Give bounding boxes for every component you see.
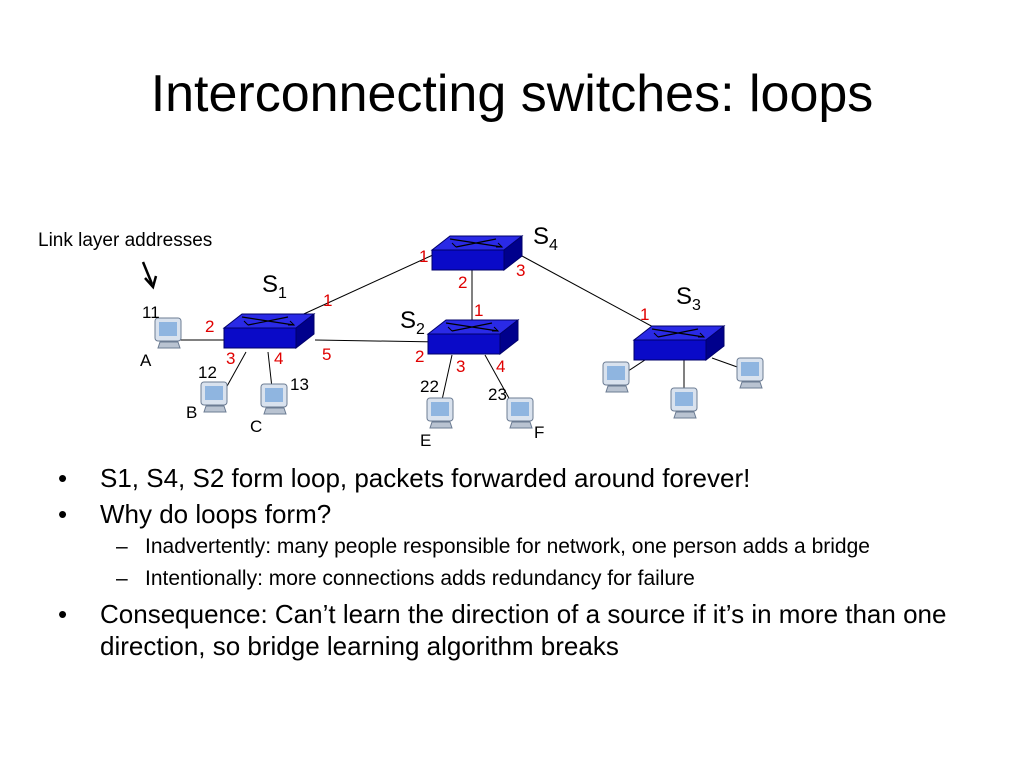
switch-s1 [223,313,315,349]
host-e-icon [426,397,454,429]
s4-base: S [533,223,549,250]
port-s1-5: 5 [322,345,331,364]
link-s2-e [441,354,453,401]
s2-sub: 2 [416,321,425,338]
bullet-item: • Why do loops form? [58,498,978,530]
host-s3-left-icon [602,361,630,393]
annotation-label: Link layer addresses [38,230,212,251]
host-b-name: B [186,403,197,422]
sub-bullet-text: Inadvertently: many people responsible f… [145,535,870,558]
link-s4-s3 [521,255,656,329]
port-labels: 1 2 3 1 2 3 4 5 1 2 3 4 1 [205,247,649,376]
link-s1-s4 [294,253,436,319]
host-a-name: A [140,351,152,370]
port-s2-3: 3 [456,357,465,376]
host-labels: 11 A 12 B 13 C 22 E 23 F [140,303,544,450]
bullet-dot: • [58,463,68,493]
port-s2-2: 2 [415,347,424,366]
sub-bullet-text: Intentionally: more connections adds red… [145,567,695,590]
host-s3-right-icon [736,357,764,389]
port-s4-2: 2 [458,273,467,292]
port-s1-3: 3 [226,349,235,368]
s3-base: S [676,283,692,310]
port-s2-4: 4 [496,357,505,376]
s3-sub: 3 [692,297,701,314]
host-f-addr: 23 [488,385,507,404]
links [180,253,741,401]
bullet-dot: • [58,599,68,629]
host-a-addr: 11 [142,303,160,322]
switch-s4 [431,235,523,271]
host-e-name: E [420,431,431,450]
bullet-item: • Consequence: Can’t learn the direction… [58,598,978,662]
link-s3-h3 [711,357,741,369]
port-s4-3: 3 [516,261,525,280]
slide-title: Interconnecting switches: loops [150,65,874,123]
bullet-text: Why do loops form? [100,499,332,529]
host-f-icon [506,397,534,429]
sub-bullet-dash: – [116,567,128,590]
link-s1-s2 [314,339,441,343]
network-diagram: Link layer addresses S4 S1 S2 S3 1 2 3 1… [38,223,764,450]
host-a-icon [154,317,182,349]
switch-s3 [633,325,725,361]
bullet-list: • S1, S4, S2 form loop, packets forwarde… [58,462,978,666]
port-s1-1: 1 [323,291,332,310]
s1-sub: 1 [278,285,287,302]
port-s4-1: 1 [419,247,428,266]
switch-label-s2: S2 [400,307,425,338]
switch-label-s4: S4 [533,223,558,254]
bullet-text: Consequence: Can’t learn the direction o… [100,599,947,661]
host-f-name: F [534,423,544,442]
s1-base: S [262,271,278,298]
host-c-name: C [250,417,262,436]
annotation-arrow [141,261,154,285]
sub-bullet-item: – Inadvertently: many people responsible… [58,534,978,560]
s4-sub: 4 [549,237,558,254]
port-s1-2: 2 [205,317,214,336]
bullet-text: S1, S4, S2 form loop, packets forwarded … [100,463,751,493]
host-e-addr: 22 [420,377,439,396]
link-s1-b [225,351,247,389]
switch-label-s1: S1 [262,271,287,302]
s2-base: S [400,307,416,334]
port-s1-4: 4 [274,349,283,368]
port-s2-1: 1 [474,301,483,320]
host-b-icon [200,381,228,413]
link-s1-c [267,351,273,389]
switch-label-s3: S3 [676,283,701,314]
host-c-icon [260,383,288,415]
port-s3-1: 1 [640,305,649,324]
switch-s2 [427,319,519,355]
sub-bullet-dash: – [116,535,128,558]
sub-bullet-item: – Intentionally: more connections adds r… [58,566,978,592]
host-b-addr: 12 [198,363,217,382]
host-s3-mid-icon [670,387,698,419]
bullet-dot: • [58,499,68,529]
link-s2-f [484,354,511,401]
annotation-arrowhead [144,275,158,290]
bullet-item: • S1, S4, S2 form loop, packets forwarde… [58,462,978,494]
host-c-addr: 13 [290,375,309,394]
